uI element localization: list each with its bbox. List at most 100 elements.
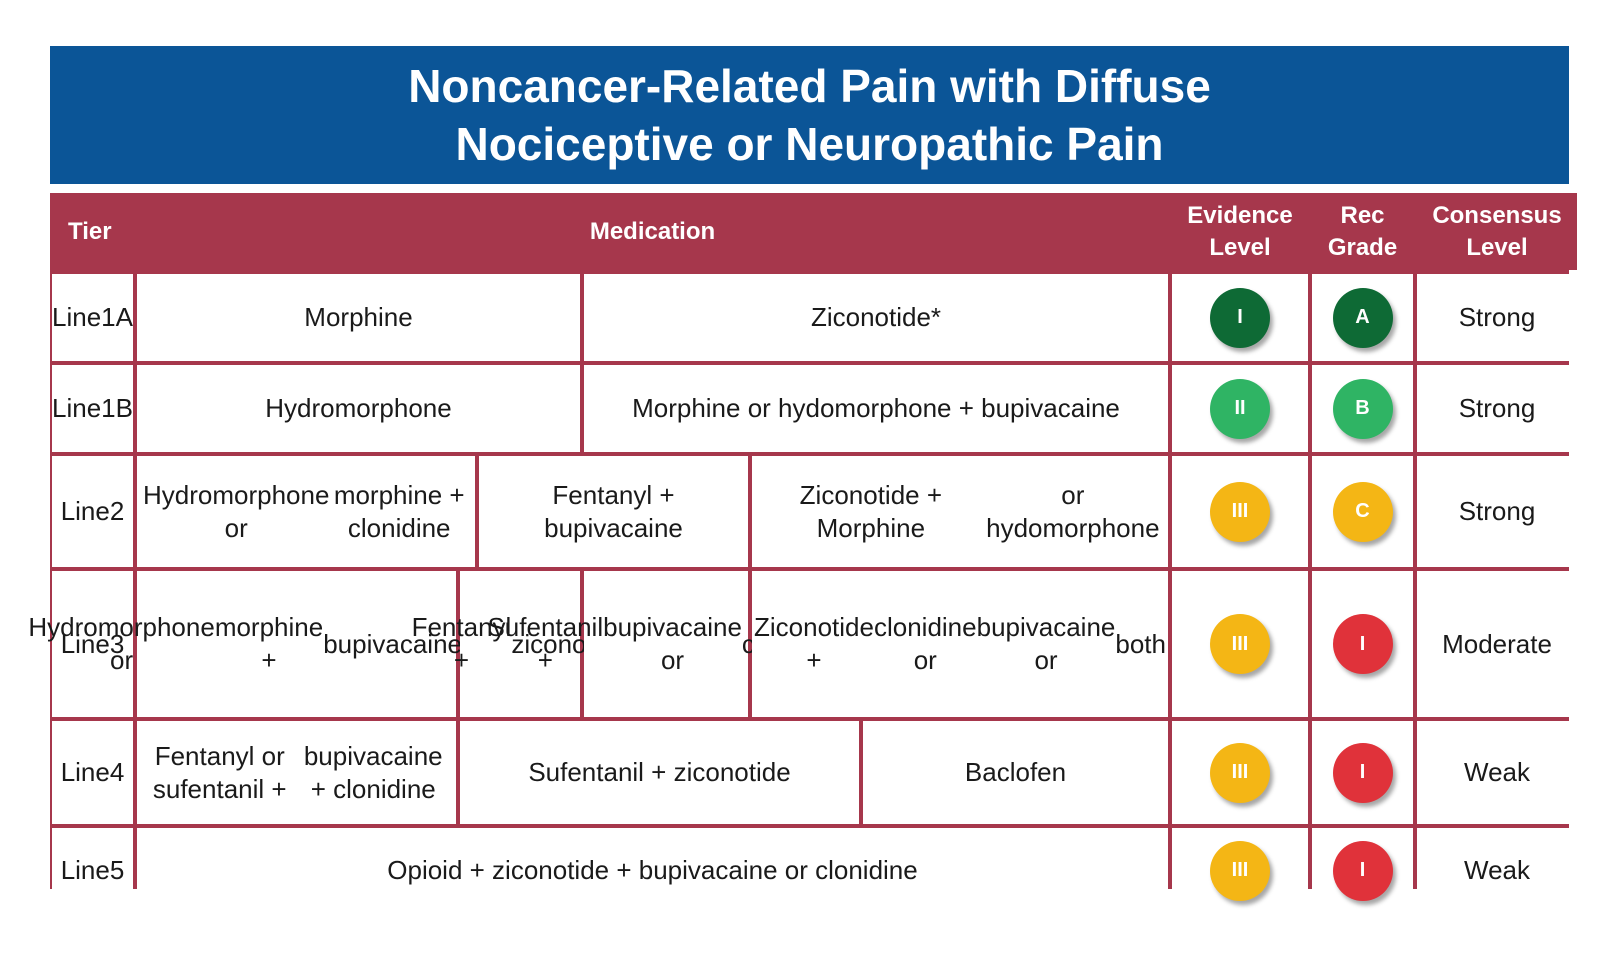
cell-text-line: Ziconotide + [754, 612, 874, 675]
cell-text-line: bupivacaine or [603, 612, 742, 675]
cell-text-line: 4 [109, 757, 125, 787]
title-line-1: Noncancer-Related Pain with Diffuse [408, 60, 1211, 112]
medication-cell: Ziconotide + Morphine or hydomorphone [752, 456, 1168, 567]
rec-grade-cell: C [1312, 456, 1413, 567]
rec-grade-badge: I [1332, 742, 1393, 803]
evidence-level-cell: II [1172, 365, 1308, 452]
cell-text-line: 1B [101, 393, 133, 423]
recommendation-table: Tier Medication Evidence Level Rec Grade… [28, 193, 1577, 913]
cell-text-line: Line [52, 393, 102, 423]
cell-text-line: bupivacaine or [976, 612, 1116, 675]
consensus-level-cell: Moderate [1417, 571, 1577, 717]
medication-cell: Fentanyl +ziconotide [412, 571, 628, 717]
consensus-level-text: Strong [1458, 496, 1536, 526]
evidence-level-cell: III [1172, 571, 1308, 717]
cell-text-line: Opioid + ziconotide + bupivacaine or clo… [387, 855, 918, 885]
rec-grade-badge: I [1332, 614, 1393, 674]
cell-text-line: morphine + [214, 612, 324, 675]
rec-grade-cell: B [1312, 365, 1413, 452]
consensus-level-cell: Strong [1417, 365, 1577, 452]
cell-text-line: 5 [109, 855, 125, 885]
evidence-level-cell: I [1172, 274, 1308, 361]
header-consensus-level: Consensus Level [1417, 193, 1577, 270]
rec-grade-badge: A [1332, 287, 1393, 348]
cell-text-line: Fentanyl + [411, 612, 512, 675]
cell-text-line: Sufentanil + ziconotide [528, 757, 791, 787]
evidence-level-cell: III [1172, 721, 1308, 824]
cell-text-line: Line [60, 855, 110, 885]
evidence-level-cell: III [1172, 828, 1308, 913]
header-medication: Medication [137, 193, 1168, 270]
consensus-level-text: Weak [1464, 855, 1530, 885]
medication-cell: Sufentanil + ziconotide [460, 721, 859, 824]
consensus-level-text: Moderate [1442, 628, 1552, 659]
medication-cell: Baclofen [863, 721, 1168, 824]
cell-text-line: or hydomorphone [986, 479, 1160, 543]
medication-cell: Fentanyl + bupivacaine [479, 456, 748, 567]
cell-text-line: Line [60, 628, 110, 659]
medication-cell: Ziconotide* [584, 274, 1168, 361]
consensus-level-cell: Strong [1417, 456, 1577, 567]
rec-grade-badge: C [1332, 481, 1393, 542]
rec-grade-cell: I [1312, 828, 1413, 913]
evidence-level-badge: III [1210, 614, 1270, 674]
title-banner: Noncancer-Related Pain with Diffuse Noci… [50, 46, 1569, 184]
cell-text-line: Line [52, 302, 102, 332]
consensus-level-text: Strong [1458, 302, 1536, 332]
rec-grade-cell: I [1312, 721, 1413, 824]
cell-text-line: Ziconotide* [810, 302, 942, 332]
cell-text-line: Hydromorphone or [28, 612, 215, 675]
cell-text-line: bupivacaine [323, 628, 462, 659]
evidence-level-cell: III [1172, 456, 1308, 567]
rec-grade-badge: B [1332, 378, 1393, 439]
medication-cell: Morphine [137, 274, 580, 361]
medication-cell: Opioid + ziconotide + bupivacaine or clo… [137, 828, 1168, 913]
header-rec-grade: Rec Grade [1312, 193, 1413, 270]
cell-text-line: Hydromorphone or [143, 479, 330, 543]
cell-text-line: Hydromorphone [265, 393, 452, 423]
cell-text-line: morphine + clonidine [333, 479, 465, 543]
cell-text-line: 1A [101, 302, 133, 332]
header-evidence-level: Evidence Level [1172, 193, 1308, 270]
evidence-level-badge: III [1210, 840, 1270, 901]
cell-text-line: Line [60, 496, 110, 526]
consensus-level-cell: Strong [1417, 274, 1577, 361]
cell-text-line: Line [60, 757, 110, 787]
cell-text-line: Sufentanil + [487, 612, 604, 675]
cell-text-line: Ziconotide + Morphine [799, 479, 943, 543]
cell-text-line: 3 [109, 628, 125, 659]
rec-grade-cell: A [1312, 274, 1413, 361]
evidence-level-badge: III [1210, 742, 1270, 803]
medication-cell: Hydromorphone [137, 365, 580, 452]
cell-text-line: Fentanyl or sufentanil + [152, 740, 287, 804]
cell-text-line: 2 [109, 496, 125, 526]
cell-text-line: Morphine [304, 302, 413, 332]
consensus-level-text: Strong [1458, 393, 1536, 423]
rec-grade-cell: I [1312, 571, 1413, 717]
evidence-level-badge: II [1210, 378, 1270, 439]
cell-text-line: Fentanyl + bupivacaine [544, 479, 683, 543]
title-line-2: Nociceptive or Neuropathic Pain [455, 118, 1164, 170]
cell-text-line: clonidine or [873, 612, 977, 675]
cell-text-line: Baclofen [964, 757, 1067, 787]
cell-text-line: bupivacaine + clonidine [303, 740, 443, 804]
evidence-level-badge: I [1210, 287, 1270, 348]
cell-text-line: Morphine or hydomorphone + bupivacaine [632, 393, 1120, 423]
consensus-level-cell: Weak [1417, 828, 1577, 913]
consensus-level-cell: Weak [1417, 721, 1577, 824]
medication-cell: Morphine or hydomorphone + bupivacaine [584, 365, 1168, 452]
cell-text-line: both [1115, 628, 1166, 659]
consensus-level-text: Weak [1464, 757, 1530, 787]
medication-cell: Fentanyl or sufentanil +bupivacaine + cl… [137, 721, 456, 824]
evidence-level-badge: III [1210, 481, 1270, 542]
